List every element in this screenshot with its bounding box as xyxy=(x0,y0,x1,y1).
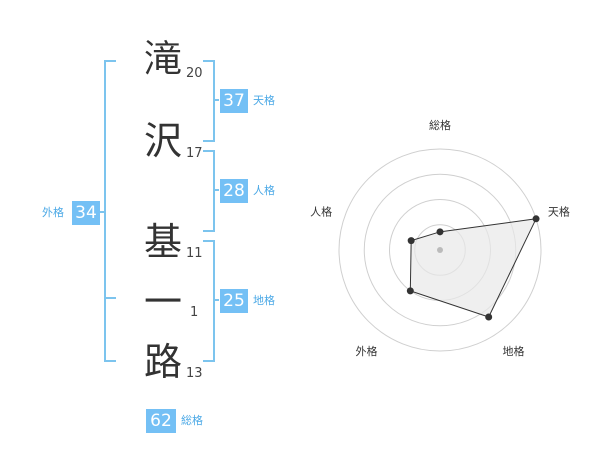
radar-area xyxy=(409,218,537,318)
stroke-count-5: 13 xyxy=(186,366,203,381)
radar-ring xyxy=(338,148,542,352)
chikaku-tick xyxy=(213,299,219,301)
radar-center-dot xyxy=(437,247,443,253)
radar-axis-label: 天格 xyxy=(548,204,570,218)
chikaku-bracket xyxy=(203,240,215,362)
radar-point xyxy=(407,237,415,245)
gaikaku-bracket xyxy=(104,60,116,362)
radar-point xyxy=(406,287,414,295)
tenkaku-tick xyxy=(213,99,219,101)
name-char-2: 沢 xyxy=(143,119,182,163)
gaikaku-tick xyxy=(98,211,104,213)
name-char-4: 一 xyxy=(143,280,182,324)
jinkaku-badge: 28 xyxy=(220,179,248,203)
jinkaku-tick xyxy=(213,189,219,191)
name-char-1: 滝 xyxy=(143,37,182,81)
tenkaku-label: 天格 xyxy=(253,94,275,107)
radar-point xyxy=(532,215,540,223)
radar-point xyxy=(436,228,444,236)
radar-axis-label: 地格 xyxy=(502,344,524,358)
chikaku-badge: 25 xyxy=(220,289,248,313)
jinkaku-bracket xyxy=(203,150,215,232)
stroke-count-3: 11 xyxy=(186,246,203,261)
tenkaku-bracket xyxy=(203,60,215,142)
radar-axis-label: 総格 xyxy=(429,118,451,132)
jinkaku-label: 人格 xyxy=(253,184,275,197)
stroke-count-1: 20 xyxy=(186,66,203,81)
gaikaku-badge: 34 xyxy=(72,201,100,225)
stroke-count-2: 17 xyxy=(186,146,203,161)
radar-point xyxy=(485,313,493,321)
name-char-3: 基 xyxy=(143,220,182,264)
soukaku-label: 総格 xyxy=(181,414,203,427)
chikaku-label: 地格 xyxy=(253,294,275,307)
name-char-5: 路 xyxy=(143,340,182,384)
radar-axis-label: 人格 xyxy=(310,204,332,218)
radar-axis-label: 外格 xyxy=(356,344,378,358)
gaikaku-label: 外格 xyxy=(42,206,64,219)
stroke-count-4: 1 xyxy=(190,305,199,320)
tenkaku-badge: 37 xyxy=(220,89,248,113)
soukaku-badge: 62 xyxy=(146,409,176,433)
gaikaku-split-tick xyxy=(104,297,116,299)
